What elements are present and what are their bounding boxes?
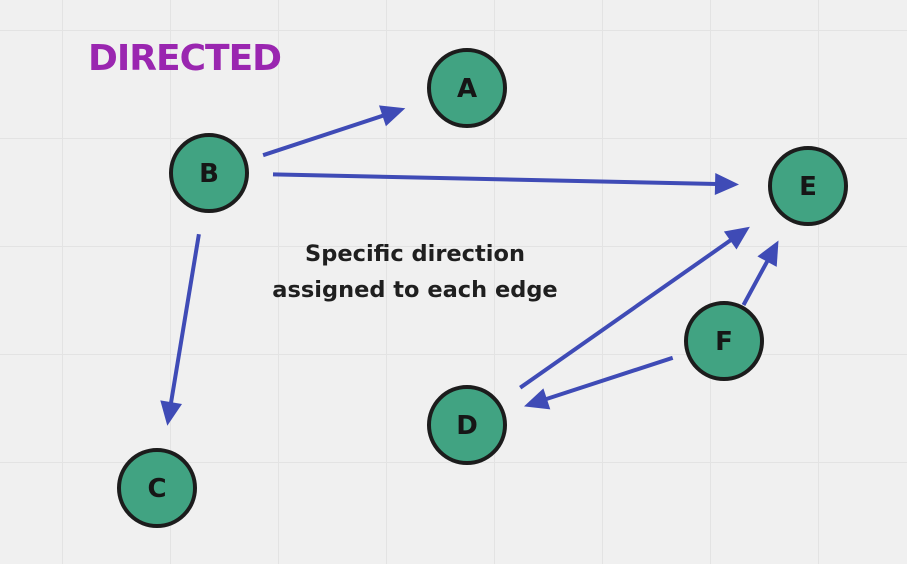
edge-line (741, 258, 770, 306)
edges-layer (160, 105, 779, 426)
edge-d-to-e (519, 226, 750, 390)
edge-line (519, 237, 733, 390)
arrowhead-icon (714, 173, 739, 195)
nodes-layer: A B C D E F (117, 48, 848, 528)
diagram-title: DIRECTED (88, 38, 282, 79)
node-circle (768, 146, 848, 226)
caption-line-2: assigned to each edge (272, 277, 558, 303)
edge-line (544, 355, 674, 402)
arrowhead-icon (379, 105, 406, 127)
node-a: A (427, 48, 507, 128)
arrowhead-icon (757, 240, 779, 267)
node-label: A (457, 74, 477, 104)
node-c: C (117, 448, 197, 528)
node-d: D (427, 385, 507, 465)
edge-f-to-e (741, 240, 779, 306)
edge-line (262, 113, 386, 158)
node-circle (117, 448, 197, 528)
node-circle (684, 301, 764, 381)
node-e: E (768, 146, 848, 226)
arrowhead-icon (524, 388, 551, 410)
edge-b-to-e (272, 172, 739, 195)
edge-line (168, 233, 201, 405)
node-b: B (169, 133, 249, 213)
node-label: F (715, 327, 733, 357)
edge-b-to-c (160, 233, 201, 426)
caption-line-1: Specific direction (305, 241, 525, 267)
node-circle (427, 48, 507, 128)
node-label: D (456, 411, 478, 441)
arrowhead-icon (723, 226, 750, 250)
node-circle (427, 385, 507, 465)
diagram-caption: Specific direction assigned to each edge (262, 236, 568, 308)
node-circle (169, 133, 249, 213)
node-label: B (199, 159, 219, 189)
node-f: F (684, 301, 764, 381)
edge-b-to-a (262, 105, 406, 158)
arrowhead-icon (160, 400, 182, 426)
node-label: C (147, 474, 166, 504)
node-label: E (799, 172, 817, 202)
edge-f-to-d (524, 355, 674, 410)
edge-line (272, 172, 718, 186)
